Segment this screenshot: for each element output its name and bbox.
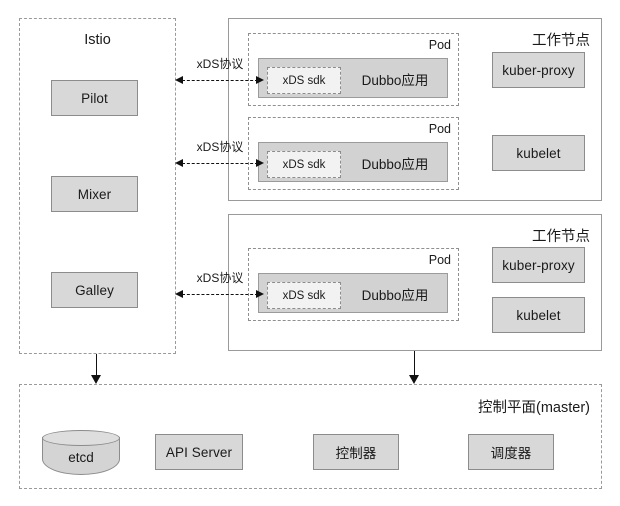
istio-component-galley[interactable]: Galley [51, 272, 138, 308]
etcd-cylinder-body: etcd [42, 437, 120, 475]
istio-component-pilot-label: Pilot [81, 90, 108, 106]
control-plane-controller[interactable]: 控制器 [313, 434, 399, 470]
control-plane-controller-label: 控制器 [335, 446, 377, 461]
worker-node-2-pod-1-app[interactable]: xDS sdk Dubbo应用 [258, 273, 448, 313]
control-plane-etcd[interactable]: etcd [42, 430, 120, 475]
control-plane-api-server-label: API Server [165, 444, 233, 460]
worker-node-2-to-control-plane-line [414, 351, 415, 376]
connection-3-line [182, 294, 258, 295]
worker-node-1-pod-1-app-label: Dubbo应用 [361, 73, 429, 88]
worker-node-2 [228, 214, 602, 351]
connection-3-label: xDS协议 [196, 271, 244, 285]
worker-node-1-pod-2-app[interactable]: xDS sdk Dubbo应用 [258, 142, 448, 182]
worker-node-1-pod-1-sdk[interactable]: xDS sdk [267, 67, 341, 94]
worker-node-1-pod-1 [248, 33, 459, 106]
worker-node-2-kubelet[interactable]: kubelet [492, 297, 585, 333]
istio-panel [19, 18, 176, 354]
control-plane-panel [19, 384, 602, 489]
connection-1-label: xDS协议 [196, 57, 244, 71]
worker-node-1-pod-2-app-label: Dubbo应用 [361, 157, 429, 172]
connection-1-arrow-right-icon [256, 75, 264, 84]
worker-node-2-pod-1-sdk[interactable]: xDS sdk [267, 282, 341, 309]
worker-node-1-kuber-proxy-label: kuber-proxy [502, 62, 575, 78]
connection-2-arrow-right-icon [256, 158, 264, 167]
istio-component-mixer-label: Mixer [77, 186, 112, 202]
worker-node-1-pod-2 [248, 117, 459, 190]
worker-node-2-kuber-proxy[interactable]: kuber-proxy [492, 247, 585, 283]
istio-component-mixer[interactable]: Mixer [51, 176, 138, 212]
connection-3-arrow-left-icon [175, 289, 183, 298]
worker-node-2-kuber-proxy-label: kuber-proxy [502, 257, 575, 273]
control-plane-scheduler-label: 调度器 [490, 446, 532, 461]
worker-node-2-kubelet-label: kubelet [516, 307, 561, 323]
connection-1-arrow-left-icon [175, 75, 183, 84]
worker-node-1-kubelet-label: kubelet [516, 145, 561, 161]
worker-node-1-pod-2-sdk[interactable]: xDS sdk [267, 151, 341, 178]
worker-node-1-kuber-proxy[interactable]: kuber-proxy [492, 52, 585, 88]
connection-2-arrow-left-icon [175, 158, 183, 167]
connection-2-label: xDS协议 [196, 140, 244, 154]
worker-node-1-title: 工作节点 [532, 33, 590, 49]
connection-2-line [182, 163, 258, 164]
etcd-cylinder-top-icon [42, 430, 120, 446]
worker-node-2-pod-1-sdk-label: xDS sdk [282, 289, 326, 302]
worker-node-1 [228, 18, 602, 201]
worker-node-1-kubelet[interactable]: kubelet [492, 135, 585, 171]
istio-panel-title: Istio [84, 32, 111, 48]
worker-node-1-pod-1-label: Pod [428, 38, 451, 52]
worker-node-2-to-control-plane-arrow-icon [409, 375, 419, 384]
worker-node-1-pod-2-label: Pod [428, 122, 451, 136]
worker-node-2-title: 工作节点 [532, 229, 590, 245]
worker-node-2-pod-1-label: Pod [428, 253, 451, 267]
control-plane-api-server[interactable]: API Server [155, 434, 243, 470]
istio-component-galley-label: Galley [75, 282, 114, 298]
connection-1-line [182, 80, 258, 81]
worker-node-2-pod-1-app-label: Dubbo应用 [361, 288, 429, 303]
control-plane-title: 控制平面(master) [478, 400, 590, 416]
istio-to-control-plane-arrow-icon [91, 375, 101, 384]
worker-node-2-pod-1 [248, 248, 459, 321]
control-plane-scheduler[interactable]: 调度器 [468, 434, 554, 470]
connection-3-arrow-right-icon [256, 289, 264, 298]
worker-node-1-pod-1-app[interactable]: xDS sdk Dubbo应用 [258, 58, 448, 98]
control-plane-etcd-label: etcd [68, 450, 94, 465]
worker-node-1-pod-1-sdk-label: xDS sdk [282, 74, 326, 87]
istio-to-control-plane-line [96, 354, 97, 376]
worker-node-1-pod-2-sdk-label: xDS sdk [282, 158, 326, 171]
istio-component-pilot[interactable]: Pilot [51, 80, 138, 116]
